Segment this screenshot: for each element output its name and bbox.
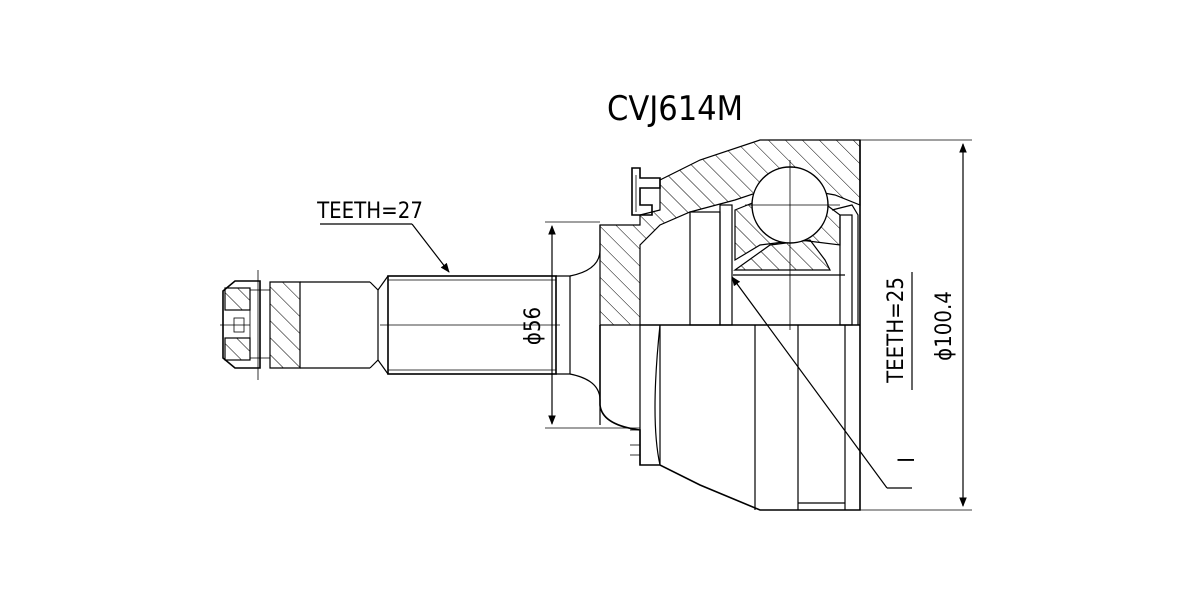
part-number-title: CVJ614M: [607, 89, 743, 129]
callout-i-label: I: [895, 457, 920, 463]
teeth-25-label: TEETH=25: [884, 277, 909, 384]
teeth-25-callout: TEETH=25 I: [731, 272, 920, 489]
teeth-27-label: TEETH=27: [316, 199, 423, 224]
diameter-100-label: ϕ100.4: [932, 291, 957, 361]
dimension-phi100: ϕ100.4: [860, 139, 972, 511]
outer-housing: [599, 139, 861, 511]
diameter-56-label: ϕ56: [521, 307, 546, 345]
teeth-27-callout: TEETH=27: [316, 199, 450, 273]
dimension-phi56: ϕ56: [521, 221, 640, 429]
stub-shaft: [220, 225, 601, 425]
